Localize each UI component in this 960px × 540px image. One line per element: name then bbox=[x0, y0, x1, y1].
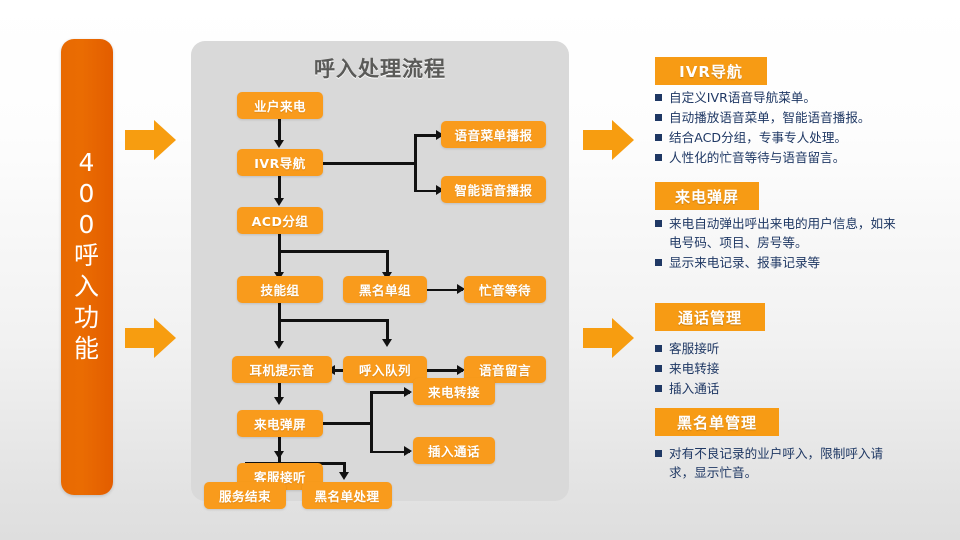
feature-header-call-management: 通话管理 bbox=[655, 303, 765, 331]
left-title-banner: 4 0 0 呼 入 功 能 bbox=[61, 39, 113, 495]
feature-list-item: 对有不良记录的业户呼入，限制呼入请求，显示忙音。 bbox=[655, 444, 903, 482]
feature-list-item: 自定义IVR语音导航菜单。 bbox=[655, 88, 917, 107]
flow-node-call-barge-in[interactable]: 插入通话 bbox=[413, 437, 495, 464]
flow-node-busy-wait[interactable]: 忙音等待 bbox=[464, 276, 546, 303]
connector-line bbox=[343, 462, 346, 474]
banner-line: 功 bbox=[73, 303, 100, 332]
connector-line bbox=[278, 250, 388, 253]
banner-line: 入 bbox=[73, 272, 100, 301]
connector-arrowhead bbox=[436, 185, 444, 195]
arrow-shaft bbox=[583, 130, 613, 150]
arrow-head bbox=[612, 120, 634, 160]
block-arrow-right-top bbox=[583, 120, 635, 160]
connector-line bbox=[278, 176, 281, 200]
banner-line: 呼 bbox=[73, 241, 100, 270]
connector-line bbox=[278, 234, 281, 274]
connector-arrowhead bbox=[274, 140, 284, 148]
connector-arrowhead bbox=[404, 386, 412, 397]
connector-line bbox=[427, 369, 463, 372]
flow-node-call-transfer[interactable]: 来电转接 bbox=[413, 378, 495, 405]
connector-line bbox=[386, 250, 389, 274]
flow-node-smart-voice-broadcast[interactable]: 智能语音播报 bbox=[441, 176, 546, 203]
arrow-shaft bbox=[125, 130, 155, 150]
flow-panel-title: 呼入处理流程 bbox=[314, 57, 446, 81]
feature-list-item: 人性化的忙音等待与语音留言。 bbox=[655, 148, 917, 167]
connector-line bbox=[386, 319, 389, 341]
arrow-head bbox=[154, 120, 176, 160]
flow-node-acd-group[interactable]: ACD分组 bbox=[237, 207, 323, 234]
connector-arrowhead bbox=[274, 198, 284, 206]
connector-arrowhead bbox=[457, 364, 465, 375]
connector-line bbox=[370, 391, 410, 394]
banner-line: 4 bbox=[78, 148, 96, 177]
feature-list-blacklist-management: 对有不良记录的业户呼入，限制呼入请求，显示忙音。 bbox=[655, 444, 903, 483]
connector-arrowhead bbox=[436, 129, 444, 140]
connector-arrowhead bbox=[382, 339, 392, 347]
connector-line bbox=[414, 134, 417, 192]
connector-arrowhead bbox=[274, 341, 284, 349]
arrow-head bbox=[612, 318, 634, 358]
banner-line: 0 bbox=[78, 179, 96, 208]
feature-list-item: 客服接听 bbox=[655, 339, 903, 358]
connector-line bbox=[278, 303, 281, 343]
feature-list-item: 结合ACD分组，专事专人处理。 bbox=[655, 128, 917, 147]
feature-list-item: 显示来电记录、报事记录等 bbox=[655, 253, 903, 272]
connector-arrowhead bbox=[339, 472, 349, 480]
connector-line bbox=[278, 118, 281, 142]
arrow-shaft bbox=[583, 328, 613, 348]
feature-header-call-popup: 来电弹屏 bbox=[655, 182, 759, 210]
banner-line: 0 bbox=[78, 210, 96, 239]
feature-list-item: 插入通话 bbox=[655, 379, 903, 398]
connector-arrowhead bbox=[404, 446, 412, 456]
connector-line bbox=[278, 319, 388, 322]
flow-node-service-end[interactable]: 服务结束 bbox=[204, 482, 286, 509]
arrow-shaft bbox=[125, 328, 155, 348]
connector-line bbox=[323, 422, 372, 425]
feature-list-item: 自动播放语音菜单，智能语音播报。 bbox=[655, 108, 917, 127]
flow-node-voice-menu-broadcast[interactable]: 语音菜单播报 bbox=[441, 121, 546, 148]
block-arrow-left-top bbox=[125, 120, 177, 160]
flow-panel: 呼入处理流程 bbox=[191, 41, 569, 509]
flow-node-blacklist-handling[interactable]: 黑名单处理 bbox=[302, 482, 392, 509]
feature-list-item: 来电转接 bbox=[655, 359, 903, 378]
feature-list-call-management: 客服接听 来电转接 插入通话 bbox=[655, 339, 903, 399]
flow-node-customer-call[interactable]: 业户来电 bbox=[237, 92, 323, 119]
flow-node-inbound-queue[interactable]: 呼入队列 bbox=[343, 356, 427, 383]
connector-line bbox=[278, 383, 281, 399]
connector-line bbox=[427, 288, 463, 291]
arrow-head bbox=[154, 318, 176, 358]
feature-list-item: 来电自动弹出呼出来电的用户信息，如来电号码、项目、房号等。 bbox=[655, 214, 903, 252]
block-arrow-right-bottom bbox=[583, 318, 635, 358]
connector-line bbox=[323, 162, 416, 165]
connector-line bbox=[414, 134, 442, 137]
connector-line bbox=[370, 450, 410, 453]
flow-node-skill-group[interactable]: 技能组 bbox=[237, 276, 323, 303]
block-arrow-left-bottom bbox=[125, 318, 177, 358]
feature-header-ivr-navigation: IVR导航 bbox=[655, 57, 767, 85]
connector-line bbox=[414, 189, 442, 192]
flow-node-call-popup-screen[interactable]: 来电弹屏 bbox=[237, 410, 323, 437]
left-banner-text: 4 0 0 呼 入 功 能 bbox=[61, 147, 113, 364]
connector-line bbox=[278, 437, 281, 465]
connector-line bbox=[370, 391, 373, 453]
feature-header-blacklist-management: 黑名单管理 bbox=[655, 408, 779, 436]
feature-list-call-popup: 来电自动弹出呼出来电的用户信息，如来电号码、项目、房号等。 显示来电记录、报事记… bbox=[655, 214, 903, 273]
connector-arrowhead bbox=[274, 397, 284, 405]
connector-arrowhead bbox=[457, 284, 465, 294]
banner-line: 能 bbox=[73, 334, 100, 363]
flow-node-blacklist-group[interactable]: 黑名单组 bbox=[343, 276, 427, 303]
flow-node-ivr-navigation[interactable]: IVR导航 bbox=[237, 149, 323, 176]
feature-list-ivr-navigation: 自定义IVR语音导航菜单。 自动播放语音菜单，智能语音播报。 结合ACD分组，专… bbox=[655, 88, 917, 168]
flow-node-headset-prompt-tone[interactable]: 耳机提示音 bbox=[232, 356, 332, 383]
